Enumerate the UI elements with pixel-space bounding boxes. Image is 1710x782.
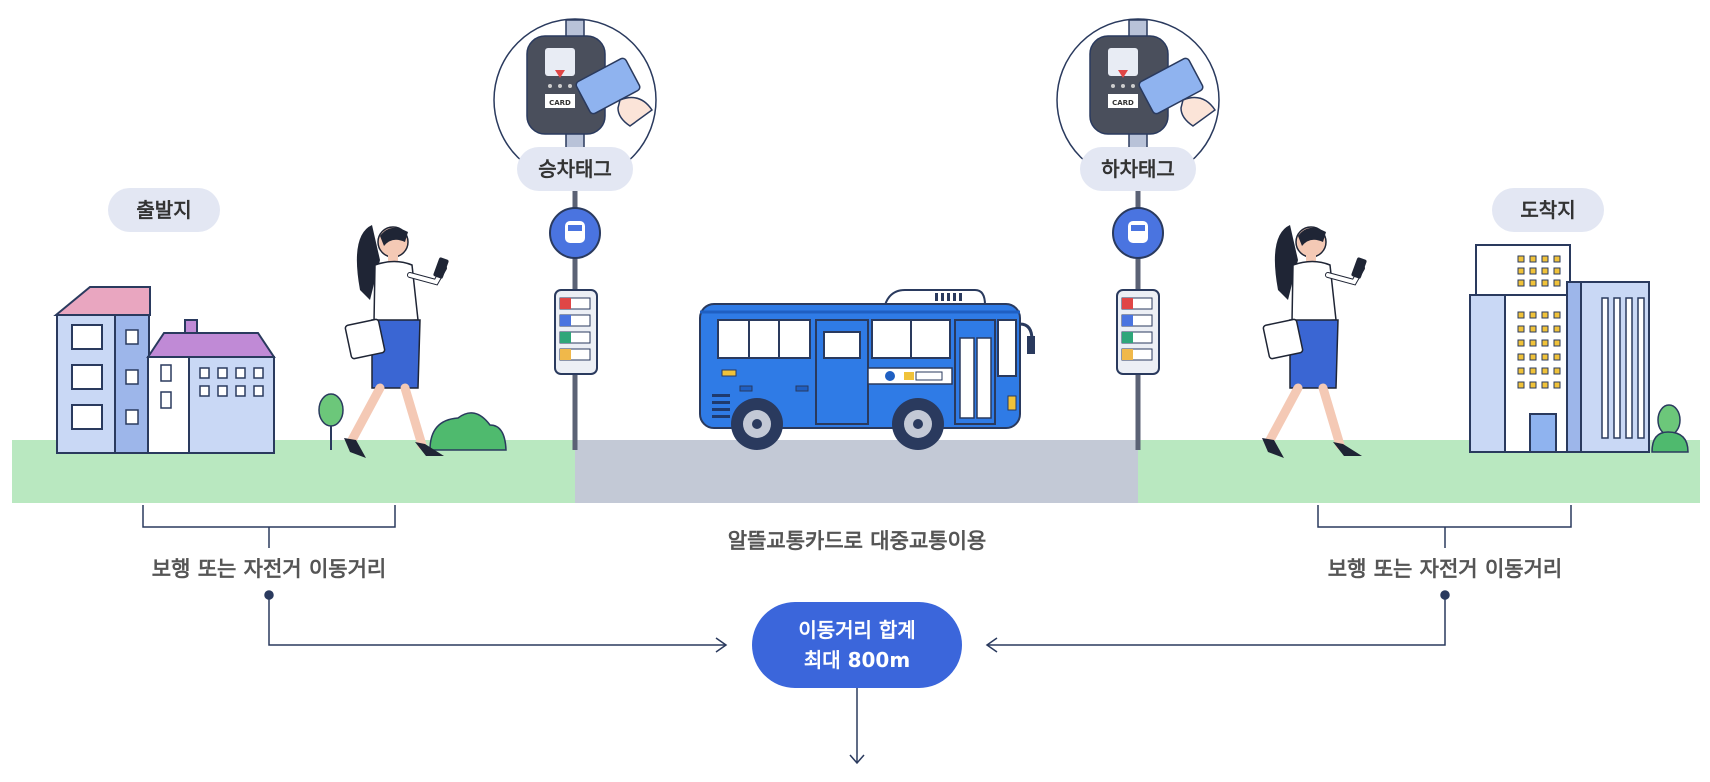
building-icon — [1469, 244, 1650, 453]
walking-woman-right-icon — [1262, 225, 1367, 458]
tree-icon — [318, 393, 344, 450]
bracket-right — [1317, 505, 1572, 548]
board-tag-label: 승차태그 — [538, 157, 612, 181]
total-distance-badge: 이동거리 합계 최대 800m — [752, 602, 962, 688]
transit-label: 알뜰교통카드로 대중교통이용 — [727, 529, 987, 553]
origin-label: 출발지 — [136, 198, 192, 222]
origin-pill: 출발지 — [108, 188, 220, 232]
destination-label: 도착지 — [1520, 198, 1576, 222]
card-label: CARD — [549, 99, 571, 107]
road — [575, 440, 1138, 503]
walk-distance-right-label: 보행 또는 자전거 이동거리 — [1327, 557, 1563, 581]
bus-stop-left-icon — [549, 190, 601, 450]
house-left-icon — [53, 286, 151, 454]
bus-stop-right-icon — [1112, 190, 1164, 450]
bush-icon — [429, 412, 507, 451]
card-reader-icon: CARD — [493, 18, 657, 182]
tree-right-icon — [1651, 404, 1689, 453]
alight-tag-pill: 하차태그 — [1080, 147, 1196, 191]
card-label: CARD — [1112, 99, 1134, 107]
arrow-left — [264, 590, 728, 653]
card-reader-right-icon: CARD — [1056, 18, 1220, 182]
house-right-icon — [146, 319, 276, 454]
arrow-right — [985, 590, 1450, 653]
destination-pill: 도착지 — [1492, 188, 1604, 232]
bracket-left — [142, 505, 396, 548]
total-distance-line1: 이동거리 합계 — [798, 618, 916, 642]
board-tag-pill: 승차태그 — [517, 147, 633, 191]
bus-icon — [699, 289, 1035, 450]
walking-woman-icon — [344, 225, 449, 458]
alight-tag-label: 하차태그 — [1101, 157, 1175, 181]
walk-distance-left-label: 보행 또는 자전거 이동거리 — [151, 557, 387, 581]
down-arrow-icon — [849, 688, 865, 765]
total-distance-line2: 최대 800m — [803, 648, 911, 672]
